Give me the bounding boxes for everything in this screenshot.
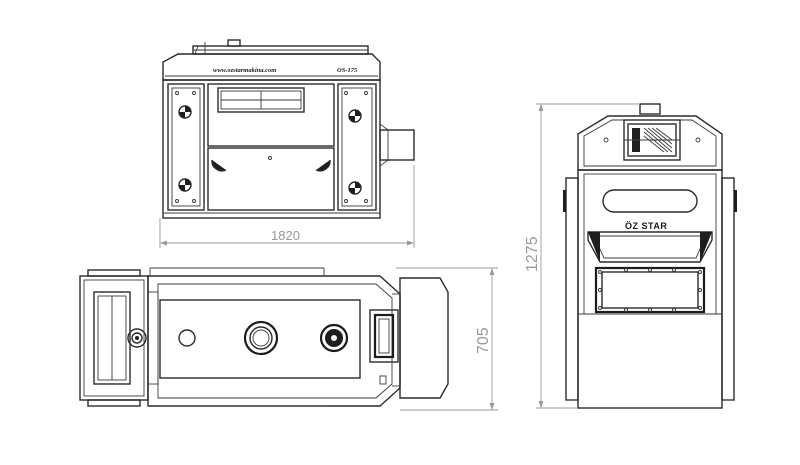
window-bolts: [598, 268, 702, 312]
depth-label: 705: [475, 327, 492, 354]
top-view: [79, 267, 449, 407]
front-view: www.ozstarmakina.com OS-175: [162, 39, 415, 219]
height-label: 1275: [524, 236, 541, 272]
model-label: OS-175: [337, 67, 358, 74]
height-dimension: 1275: [524, 103, 640, 409]
width-dimension: 1820: [159, 165, 415, 248]
depth-dimension: 705: [396, 267, 498, 411]
width-label: 1820: [271, 228, 300, 243]
website-label: www.ozstarmakina.com: [213, 67, 276, 74]
side-view: ÖZ STAR: [563, 103, 737, 409]
vent-slats: [643, 127, 673, 153]
brand-logo: ÖZ STAR: [625, 221, 667, 231]
